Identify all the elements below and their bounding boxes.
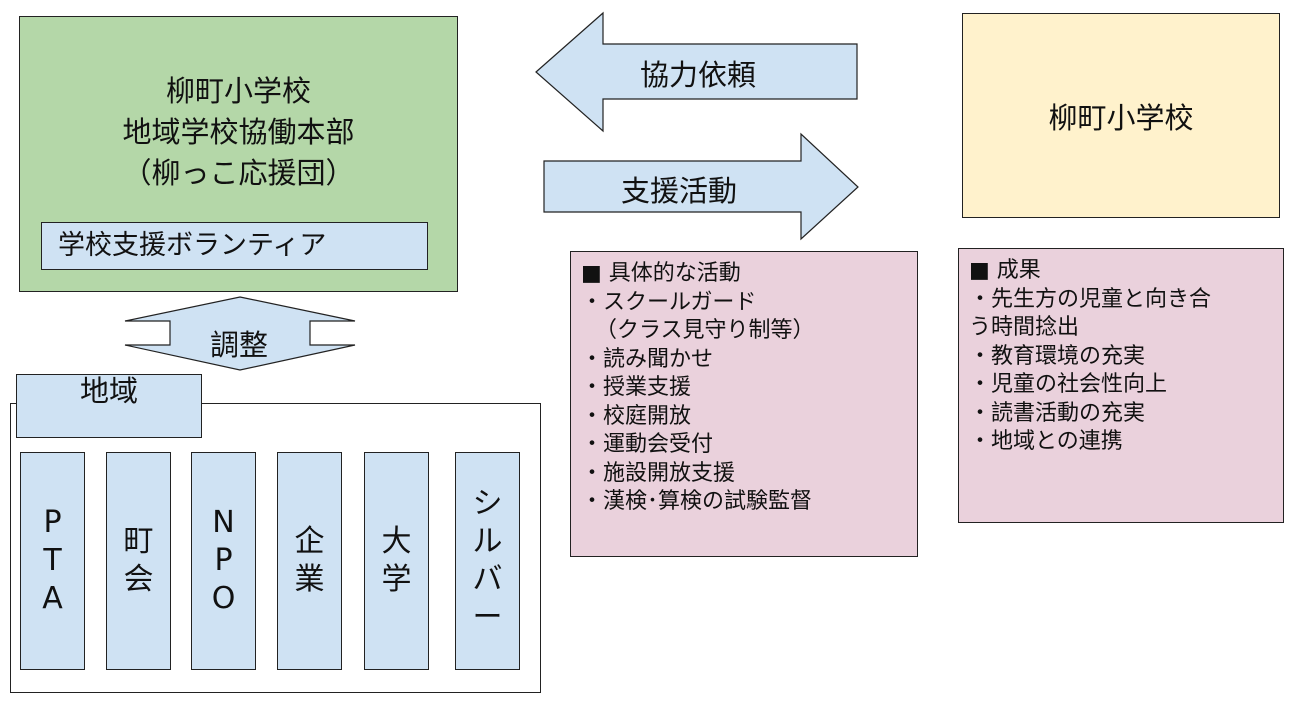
activity-item: ・施設開放支援	[581, 460, 736, 486]
hq-title: 柳町小学校 地域学校協働本部 （柳っこ応援団）	[122, 74, 355, 190]
request-arrow-label: 協力依頼	[640, 58, 757, 92]
region-label: 地域	[16, 374, 202, 438]
result-item: う時間捻出	[969, 315, 1080, 340]
activity-item: ・運動会受付	[581, 432, 714, 457]
member-pta: P T A	[20, 452, 85, 670]
results-heading: ■ 成果	[969, 258, 1041, 283]
volunteer-box: 学校支援ボランティア	[41, 222, 428, 270]
results-panel: ■ 成果 ・先生方の児童と向き合 う時間捻出 ・教育環境の充実 ・児童の社会性向…	[958, 248, 1284, 523]
coordinate-arrow-label: 調整	[210, 328, 269, 362]
school-box: 柳町小学校	[962, 13, 1280, 218]
result-item: ・教育環境の充実	[969, 343, 1146, 369]
activity-item: ・授業支援	[581, 375, 692, 400]
request-arrow	[535, 11, 858, 133]
activity-item: ・漢検･算検の試験監督	[581, 489, 813, 514]
result-item: ・読書活動の充実	[969, 400, 1146, 426]
activities-panel: ■ 具体的な活動 ・スクールガード （クラス見守り制等） ・読み聞かせ ・授業支…	[570, 251, 918, 557]
activity-item: ・校庭開放	[581, 403, 692, 429]
activity-item: ・読み聞かせ	[581, 346, 714, 372]
support-arrow-label: 支援活動	[621, 174, 738, 208]
member-silver: シ ル バ ー	[455, 452, 520, 670]
activity-item: ・スクールガード	[581, 289, 757, 315]
member-chokai: 町 会	[106, 452, 171, 670]
result-item: ・先生方の児童と向き合	[969, 286, 1212, 312]
coordinate-arrow	[124, 296, 356, 371]
result-item: ・児童の社会性向上	[969, 372, 1168, 397]
hq-box: 柳町小学校 地域学校協働本部 （柳っこ応援団） 学校支援ボランティア	[19, 16, 458, 292]
region-frame	[10, 403, 541, 693]
activities-heading: ■ 具体的な活動	[581, 261, 741, 286]
member-university: 大 学	[364, 452, 429, 670]
member-npo: N P O	[191, 452, 256, 670]
activity-item: （クラス見守り制等）	[581, 318, 815, 343]
member-company: 企 業	[277, 452, 342, 670]
support-arrow	[543, 132, 859, 241]
result-item: ・地域との連携	[969, 429, 1123, 454]
